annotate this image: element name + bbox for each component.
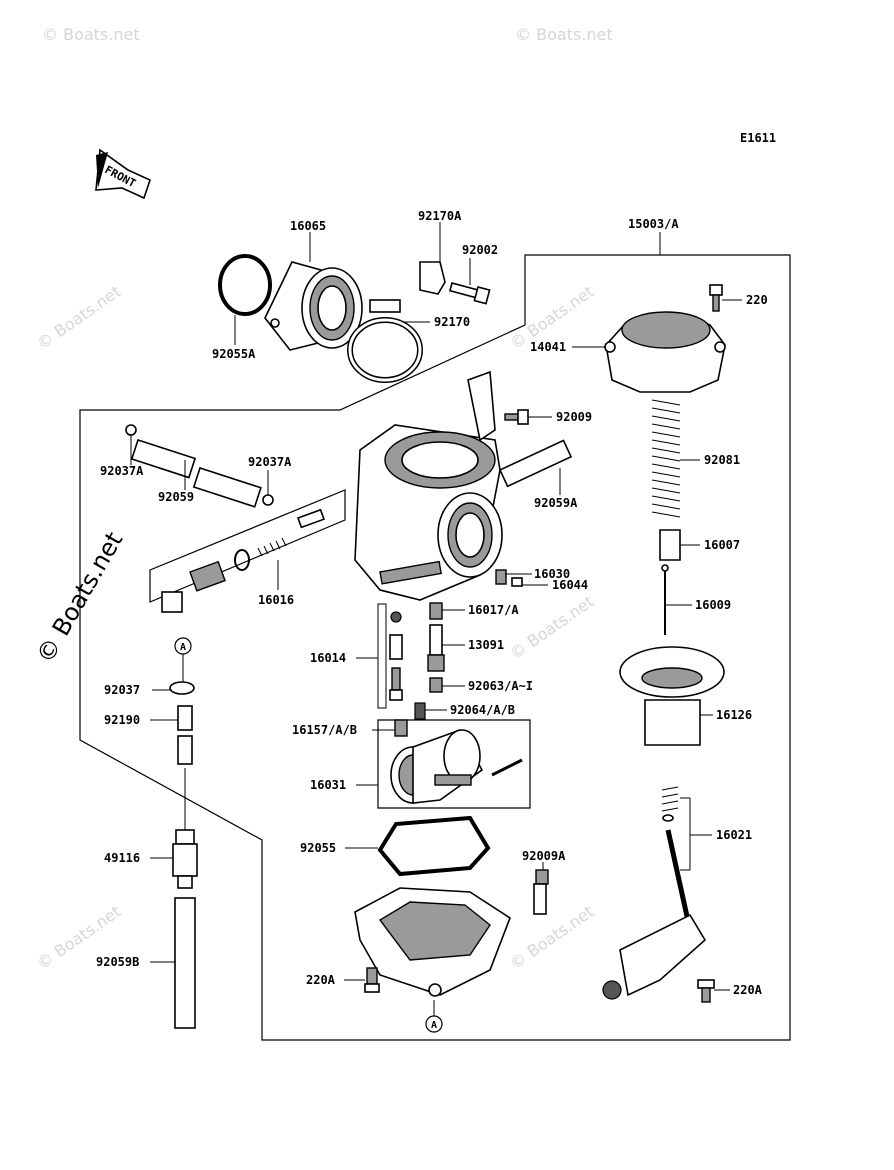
vent-tube-icon	[172, 705, 198, 1029]
part-label: 14041	[530, 340, 566, 354]
throttle-stop-screw-icon	[602, 786, 707, 1000]
part-label: 220A	[306, 973, 336, 987]
screw-icon	[495, 569, 507, 585]
part-label: 92059A	[534, 496, 578, 510]
vacuum-piston-icon	[619, 646, 725, 746]
tube-icon	[498, 439, 573, 488]
clip-icon	[262, 494, 274, 506]
part-label: 92002	[462, 243, 498, 257]
part-label: 16157/A/B	[292, 723, 357, 737]
part-label: 16009	[695, 598, 731, 612]
part-label: 92009A	[522, 849, 566, 863]
part-label: 15003/A	[628, 217, 679, 231]
plug-icon	[394, 719, 408, 737]
throttle-valve-icon	[390, 729, 523, 804]
part-label: 16021	[716, 828, 752, 842]
part-label: 16016	[258, 593, 294, 607]
front-arrow-icon: FRONT	[95, 148, 151, 200]
part-label: 16065	[290, 219, 326, 233]
watermark-text: © Boats.net	[515, 25, 613, 44]
part-label: 16007	[704, 538, 740, 552]
leader-lines	[130, 222, 742, 991]
reference-mark-bottom: A	[425, 1000, 443, 1033]
jet-icon	[429, 677, 443, 693]
part-label: 92063/A~I	[468, 679, 533, 693]
watermark-text: © Boats.net	[506, 902, 597, 974]
part-label: 16044	[552, 578, 588, 592]
pilot-jet-icon	[389, 611, 403, 701]
part-label: 16014	[310, 651, 346, 665]
screw-icon	[697, 979, 715, 1003]
part-label: 92055A	[212, 347, 256, 361]
part-label: 16030	[534, 567, 570, 581]
spring-icon	[651, 399, 681, 518]
throttle-subframe	[377, 719, 531, 809]
part-label: 220	[746, 293, 768, 307]
svg-text:A: A	[180, 642, 186, 653]
watermark-text: © Boats.net	[42, 25, 140, 44]
part-label: 16017/A	[468, 603, 519, 617]
part-label: 92037A	[248, 455, 292, 469]
part-label: 92064/A/B	[450, 703, 515, 717]
jet-box-bracket	[377, 603, 387, 709]
screw-icon	[709, 284, 723, 312]
part-label: 92037	[104, 683, 140, 697]
screw-icon	[504, 409, 529, 425]
screw-icon	[533, 869, 549, 915]
part-label: 16126	[716, 708, 752, 722]
float-bowl-gasket-icon	[377, 815, 491, 877]
part-label: 92190	[104, 713, 140, 727]
needle-holder-icon	[659, 529, 681, 561]
part-label: 92081	[704, 453, 740, 467]
watermark-text: © Boats.net	[506, 592, 597, 664]
reference-mark-top: A	[174, 637, 192, 682]
part-label: 49116	[104, 851, 140, 865]
watermark-text: © Boats.net	[33, 282, 124, 354]
needle-jet-icon	[427, 624, 445, 672]
part-label: 92170	[434, 315, 470, 329]
spring-clip-icon	[511, 577, 523, 587]
bracket-icon	[419, 261, 446, 295]
bolt-icon	[448, 282, 491, 305]
part-label: 220A	[733, 983, 763, 997]
starter-subframe	[149, 489, 346, 603]
part-label: 92037A	[100, 464, 144, 478]
float-bowl-icon	[354, 887, 511, 997]
clamp-icon	[347, 299, 423, 383]
part-label: 92170A	[418, 209, 462, 223]
part-label: 92009	[556, 410, 592, 424]
o-ring-icon	[218, 254, 272, 316]
tube-icon	[130, 438, 262, 508]
carburetor-body-icon	[354, 370, 503, 601]
starter-plunger-icon	[161, 508, 325, 613]
screw-icon	[364, 967, 380, 993]
top-cover-icon	[604, 311, 726, 393]
part-label: 13091	[468, 638, 504, 652]
part-label: 92055	[300, 841, 336, 855]
svg-text:A: A	[431, 1020, 437, 1031]
main-jet-icon	[429, 602, 443, 620]
part-label: 92059B	[96, 955, 139, 969]
diagram-code: E1611	[740, 131, 776, 145]
part-label: 16031	[310, 778, 346, 792]
plug-icon	[414, 702, 426, 720]
assembly-frame	[79, 254, 791, 1041]
clip-icon	[169, 681, 195, 695]
part-label: 92059	[158, 490, 194, 504]
clip-icon	[125, 424, 137, 436]
carburetor-holder-icon	[264, 261, 363, 351]
